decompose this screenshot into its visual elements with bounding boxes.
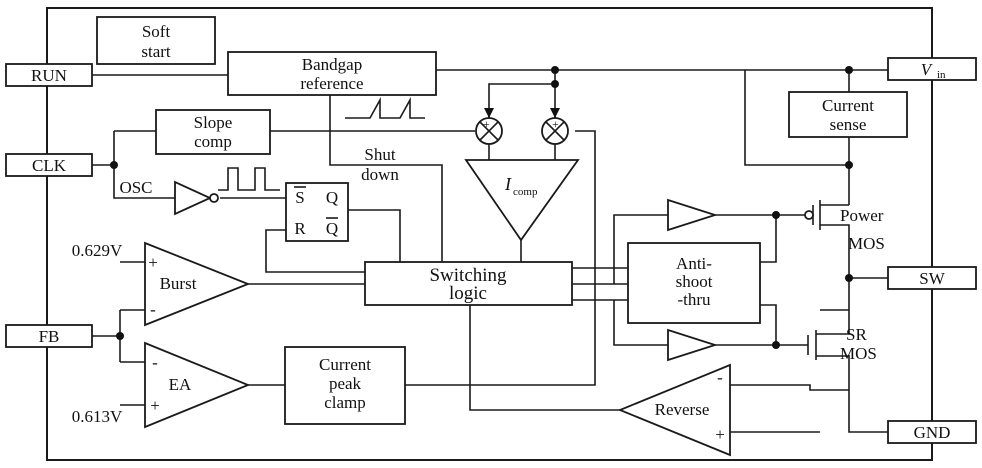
pin-gnd-label: GND [914,423,951,442]
latch-qbar-label: Q [326,219,338,238]
pin-run-label: RUN [31,66,67,85]
wires [92,69,888,433]
anti-shoot-line-2: shoot [676,272,713,291]
anti-shoot-line-1: Anti- [676,254,712,273]
burst-comparator: Burst + - [144,241,251,327]
burst-label: Burst [160,274,197,293]
summing-node-left [475,117,503,145]
ea-ref-voltage: 0.613V [72,407,123,426]
current-sense-block: Current sense [788,91,908,138]
switching-logic-block: Switching logic [364,261,573,306]
pin-vin-label: V [921,60,934,79]
arrow-right-head [550,108,560,118]
burst-ref-voltage: 0.629V [72,241,123,260]
summing-node-right [541,117,569,145]
current-peak-clamp-block: Current peak clamp [284,346,406,425]
reverse-label: Reverse [655,400,710,419]
soft-start-line-1: Soft [142,22,171,41]
reverse-minus-sign: - [717,368,723,387]
pin-sw: SW [887,266,977,290]
pin-clk-label: CLK [32,156,67,175]
ea-plus-sign: + [150,396,160,415]
current-sense-line-2: sense [830,115,867,134]
arrow-left-head [484,108,494,118]
sum-right-plus: + [552,117,559,131]
slope-comp-line-1: Slope [194,113,233,132]
junctions [110,66,853,349]
power-mos-label-1: Power [840,206,884,225]
burst-minus-sign: - [150,300,156,319]
current-sense-line-1: Current [822,96,874,115]
icomp-amplifier: I comp [464,159,580,242]
sum-left-plus: + [483,117,490,131]
pin-sw-label: SW [919,269,945,288]
latch-q-label: Q [326,188,338,207]
bandgap-line-1: Bandgap [302,55,362,74]
pin-vin-subscript: in [937,69,946,81]
icomp-subscript: comp [513,186,538,198]
reverse-plus-sign: + [715,425,725,444]
power-mos-transistor: Power MOS [804,200,885,253]
pin-vin: V in [887,57,977,81]
pin-fb: FB [5,324,93,348]
pin-gnd: GND [887,420,977,444]
slope-comp-line-2: comp [194,132,232,151]
sr-gate-driver [667,328,718,362]
ea-label: EA [169,375,192,394]
sr-mos-label-1: SR [846,325,867,344]
switching-logic-line-2: logic [449,283,487,304]
soft-start-block: Soft start [96,16,216,65]
osc-label: OSC [119,178,152,197]
error-amplifier: EA - + [144,341,251,429]
anti-shoot-line-3: -thru [677,290,711,309]
burst-plus-sign: + [148,253,158,272]
latch-s-label: S [295,188,304,207]
ea-minus-sign: - [152,353,158,372]
peak-clamp-line-1: Current [319,355,371,374]
pin-run: RUN [5,63,93,87]
slope-comp-block: Slope comp [155,109,271,155]
sr-latch-block: S Q R Q [285,182,349,242]
latch-r-label: R [294,219,306,238]
peak-clamp-line-3: clamp [324,393,366,412]
bandgap-reference-block: Bandgap reference [227,51,437,96]
inverter [174,180,219,216]
sr-mos-label-2: MOS [840,344,877,363]
chip-outline [46,7,933,461]
shut-down-label-2: down [361,165,399,184]
power-gate-driver [667,198,718,232]
peak-clamp-line-2: peak [329,374,362,393]
reverse-comparator: Reverse - + [617,363,731,457]
soft-start-line-2: start [141,42,171,61]
icomp-label: I [504,174,512,194]
pin-fb-label: FB [39,327,60,346]
shut-down-label-1: Shut [364,145,395,164]
pin-clk: CLK [5,153,93,177]
power-mos-label-2: MOS [848,234,885,253]
switching-logic-line-1: Switching [429,265,507,286]
sr-mos-transistor: SR MOS [807,310,877,363]
anti-shoot-thru-block: Anti- shoot -thru [627,242,761,324]
bandgap-line-2: reference [300,74,363,93]
